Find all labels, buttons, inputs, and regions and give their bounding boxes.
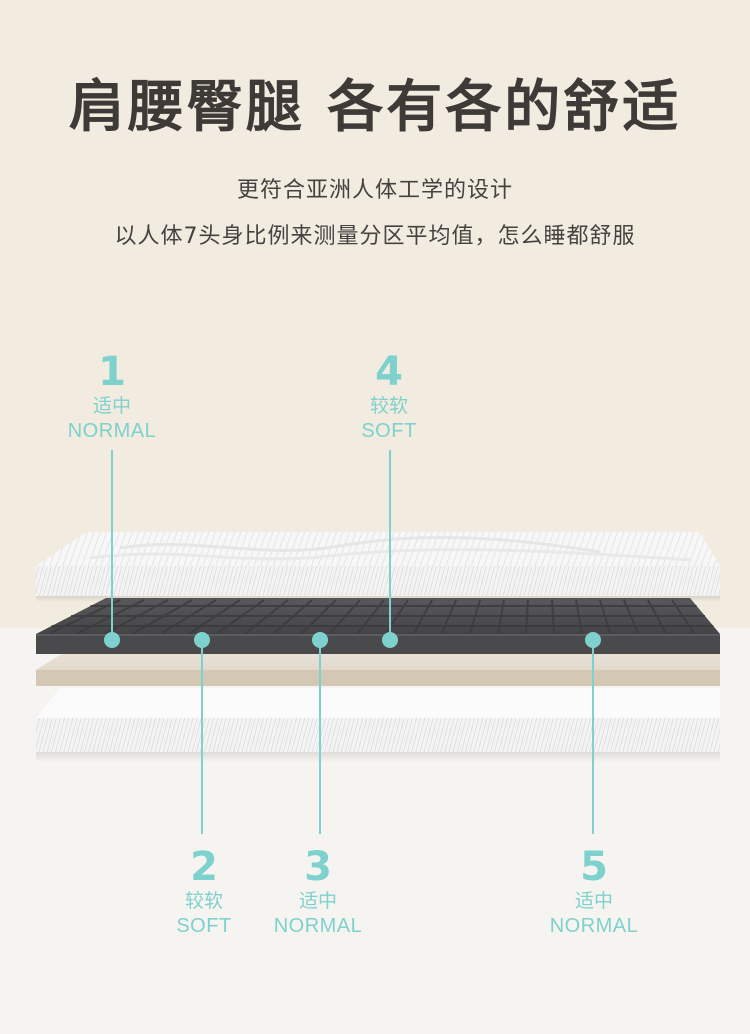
zone-number: 2 — [190, 844, 218, 890]
zone-firmness-en: SOFT — [176, 915, 232, 937]
zone-number: 5 — [580, 844, 608, 890]
zone-label-4: 4 较软 SOFT — [309, 350, 469, 444]
zone-firmness-en: NORMAL — [549, 915, 639, 937]
leader-zone-3-dot — [312, 632, 328, 648]
zone-firmness-cn: 适中 — [574, 890, 613, 912]
leader-zone-4-dot — [382, 632, 398, 648]
headline: 肩腰臀腿 各有各的舒适 — [68, 75, 682, 140]
leader-zone-2-dot — [194, 632, 210, 648]
subtitle-line-1: 更符合亚洲人体工学的设计 — [236, 178, 513, 203]
zone-label-5: 5 适中 NORMAL — [514, 845, 674, 939]
top-knit-cover — [36, 532, 720, 602]
zone-firmness-en: NORMAL — [67, 420, 157, 442]
zone-firmness-cn: 适中 — [92, 395, 131, 417]
zone-firmness-cn: 较软 — [369, 395, 408, 417]
leader-zone-5-dot — [585, 632, 601, 648]
subtitle-line-2: 以人体7头身比例来测量分区平均值，怎么睡都舒服 — [114, 224, 636, 249]
zone-number: 4 — [375, 349, 403, 395]
zone-firmness-en: NORMAL — [273, 915, 363, 937]
core-zoned-layer — [36, 598, 720, 654]
zone-label-2: 2 较软 SOFT — [124, 845, 284, 939]
zone-firmness-cn: 较软 — [184, 890, 223, 912]
zone-label-1: 1 适中 NORMAL — [32, 350, 192, 444]
leader-zone-1-dot — [104, 632, 120, 648]
zone-firmness-en: SOFT — [361, 420, 417, 442]
zone-number: 1 — [98, 349, 126, 395]
bottom-cover-layer — [36, 688, 720, 762]
zone-firmness-cn: 适中 — [298, 890, 337, 912]
zone-label-3: 3 适中 NORMAL — [238, 845, 398, 939]
zone-number: 3 — [304, 844, 332, 890]
